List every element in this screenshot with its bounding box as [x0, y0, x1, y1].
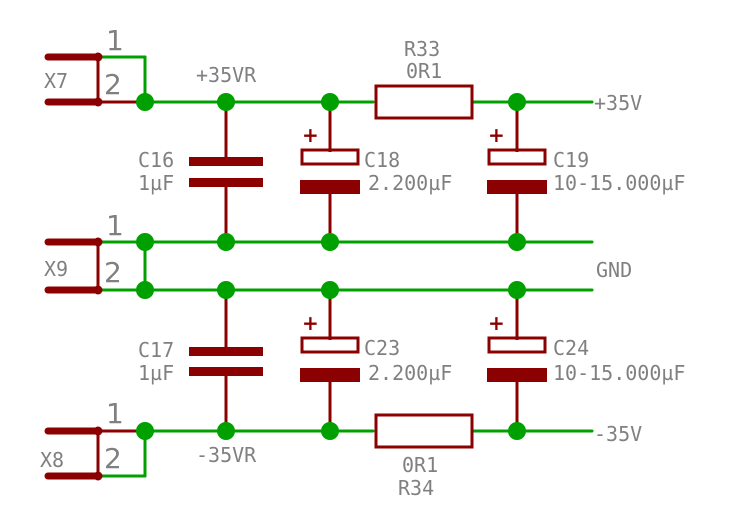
junction-dot: [136, 422, 154, 440]
capacitor-c16: C16 1µF: [138, 148, 263, 195]
c17-value: 1µF: [138, 361, 174, 385]
net-label-pos-out: +35V: [594, 91, 642, 115]
junction-dot: [217, 93, 235, 111]
c17-plate-top: [189, 347, 263, 356]
r33-name: R33: [404, 37, 440, 61]
x8-pin2-number: 2: [104, 442, 122, 475]
c19-plus-sign: +: [488, 123, 505, 147]
x9-pin2-number: 2: [104, 256, 122, 289]
junction-dot: [508, 422, 526, 440]
net-label-pos-vr: +35VR: [196, 63, 257, 87]
r34-body: [374, 413, 474, 449]
junctions: [136, 93, 526, 440]
junction-dot: [217, 422, 235, 440]
x7-pin2-dot: [93, 97, 103, 107]
c18-value: 2.200µF: [368, 171, 452, 195]
c18-plate-negative: [300, 180, 360, 194]
c24-plate-negative: [487, 368, 547, 382]
junction-dot: [136, 93, 154, 111]
c19-plate-positive: [487, 148, 547, 166]
capacitor-c17: C17 1µF: [138, 338, 263, 385]
capacitor-c18: + C18 2.200µF: [300, 123, 452, 195]
x7-pin1-dot: [93, 52, 103, 62]
c18-name: C18: [364, 148, 400, 172]
x9-label: X9: [44, 257, 68, 281]
junction-dot: [508, 93, 526, 111]
c16-name: C16: [138, 148, 174, 172]
junction-dot: [321, 233, 339, 251]
r34-value: 0R1: [402, 453, 438, 477]
x7-label: X7: [44, 69, 68, 93]
c23-plus-sign: +: [302, 311, 319, 335]
c23-plate-negative: [300, 368, 360, 382]
x9-pin1-number: 1: [106, 209, 124, 242]
junction-dot: [136, 233, 154, 251]
x8-label: X8: [40, 448, 64, 472]
x8-pin1-dot: [93, 426, 103, 436]
junction-dot: [321, 422, 339, 440]
net-labels: +35VR +35V GND -35VR -35V: [196, 63, 642, 467]
net-label-gnd: GND: [596, 258, 632, 282]
c18-plate-positive: [300, 148, 360, 166]
capacitor-c19: + C19 10-15.000µF: [487, 123, 685, 195]
junction-dot: [508, 233, 526, 251]
junction-dot: [508, 281, 526, 299]
r33-value: 0R1: [406, 59, 442, 83]
c16-value: 1µF: [138, 171, 174, 195]
c17-name: C17: [138, 338, 174, 362]
capacitor-c24: + C24 10-15.000µF: [487, 311, 685, 385]
connector-x9: 1 2 X9: [44, 209, 124, 295]
resistor-r34: 0R1 R34: [374, 413, 474, 500]
capacitor-c23: + C23 2.200µF: [300, 311, 452, 385]
net-label-neg-out: -35V: [594, 422, 642, 446]
connector-x7: 1 2 X7: [44, 24, 145, 107]
c24-name: C24: [553, 336, 589, 360]
junction-dot: [136, 281, 154, 299]
x8-pin2-dot: [93, 471, 103, 481]
junction-dot: [217, 281, 235, 299]
c23-name: C23: [364, 336, 400, 360]
x7-pin1-number: 1: [106, 24, 124, 57]
c16-plate-top: [189, 157, 263, 166]
r34-name: R34: [398, 476, 434, 500]
x9-pin1-dot: [93, 237, 103, 247]
connector-x8: 1 2 X8: [40, 397, 145, 481]
x9-pin2-dot: [93, 285, 103, 295]
c19-plate-negative: [487, 180, 547, 194]
junction-dot: [321, 93, 339, 111]
c16-plate-bottom: [189, 178, 263, 187]
c23-plate-positive: [300, 336, 360, 354]
c24-value: 10-15.000µF: [553, 361, 685, 385]
c24-plate-positive: [487, 336, 547, 354]
x8-pin1-number: 1: [106, 397, 124, 430]
c18-plus-sign: +: [302, 123, 319, 147]
c19-value: 10-15.000µF: [553, 171, 685, 195]
x7-pin2-number: 2: [104, 68, 122, 101]
r33-body: [374, 84, 474, 120]
junction-dot: [321, 281, 339, 299]
c19-name: C19: [553, 148, 589, 172]
c24-plus-sign: +: [488, 311, 505, 335]
resistor-r33: R33 0R1: [374, 37, 474, 120]
c23-value: 2.200µF: [368, 361, 452, 385]
net-label-neg-vr: -35VR: [196, 443, 257, 467]
junction-dot: [217, 233, 235, 251]
c17-plate-bottom: [189, 367, 263, 376]
